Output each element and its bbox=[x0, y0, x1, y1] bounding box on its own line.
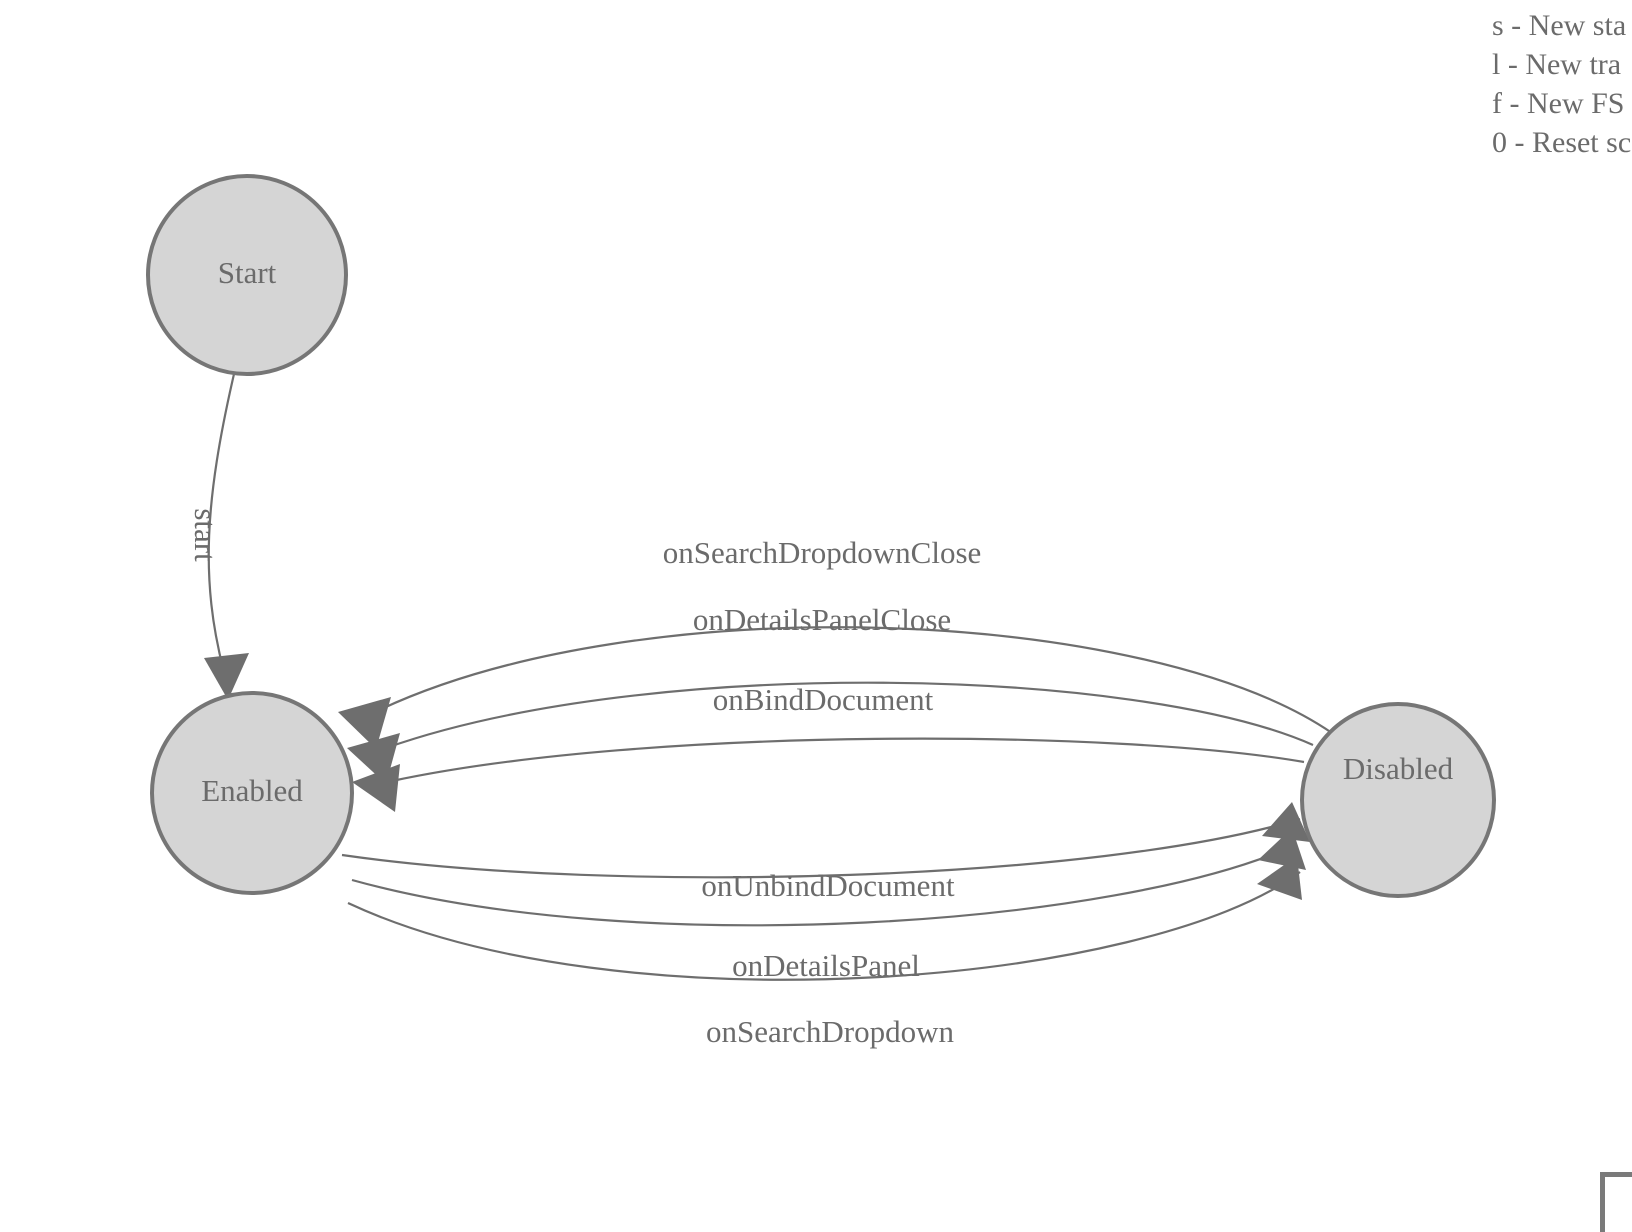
edge-arrow-start bbox=[204, 653, 249, 700]
node-enabled-circle[interactable] bbox=[150, 691, 354, 895]
edge-path-ondetailspanelclose[interactable] bbox=[385, 681, 1314, 750]
node-start[interactable]: Start bbox=[146, 174, 348, 376]
edge-arrow-onsearchdropdownclose bbox=[338, 697, 391, 749]
edge-label-ondetailspanelclose: onDetailsPanelClose bbox=[693, 602, 951, 637]
edge-group-enabled-to-disabled bbox=[341, 802, 1310, 981]
help-line-new-transition: l - New tra bbox=[1492, 48, 1622, 81]
node-enabled-label: Enabled bbox=[201, 773, 303, 808]
edge-path-start[interactable] bbox=[207, 373, 236, 673]
fsm-svg-surface[interactable]: Start Enabled Disabled start onSearchDro… bbox=[0, 0, 1632, 1204]
help-line-new-fsm: f - New FS bbox=[1492, 87, 1625, 120]
node-start-label: Start bbox=[218, 255, 277, 290]
edge-path-onunbinddocument[interactable] bbox=[341, 817, 1301, 879]
edge-label-ondetailspanel: onDetailsPanel bbox=[732, 948, 920, 983]
edge-label-onsearchdropdown: onSearchDropdown bbox=[706, 1014, 954, 1049]
edge-arrow-onsearchdropdown bbox=[1257, 856, 1302, 900]
edge-label-onbinddocument: onBindDocument bbox=[713, 682, 934, 717]
help-line-reset-scale: 0 - Reset sc bbox=[1492, 126, 1632, 159]
edge-path-onsearchdropdown[interactable] bbox=[347, 871, 1301, 981]
help-line-new-state: s - New sta bbox=[1492, 9, 1627, 42]
edge-path-onsearchdropdownclose[interactable] bbox=[374, 626, 1333, 734]
node-disabled-circle[interactable] bbox=[1300, 702, 1496, 898]
node-start-circle[interactable] bbox=[146, 174, 348, 376]
edge-group-disabled-to-enabled bbox=[338, 626, 1333, 812]
edge-path-onbinddocument[interactable] bbox=[391, 737, 1305, 783]
minimap-panel-corner[interactable] bbox=[1600, 1172, 1632, 1232]
node-disabled-label: Disabled bbox=[1343, 751, 1454, 786]
edge-label-onunbinddocument: onUnbindDocument bbox=[701, 868, 955, 903]
edge-label-onsearchdropdownclose: onSearchDropdownClose bbox=[663, 535, 982, 570]
node-enabled[interactable]: Enabled bbox=[150, 691, 354, 895]
edge-path-ondetailspanel[interactable] bbox=[351, 843, 1296, 927]
keyboard-shortcuts-help: s - New sta l - New tra f - New FS 0 - R… bbox=[1492, 0, 1632, 162]
edge-group-start-to-enabled bbox=[204, 373, 249, 700]
edge-label-start: start bbox=[188, 508, 223, 562]
node-disabled[interactable]: Disabled bbox=[1300, 702, 1496, 898]
edge-arrow-onbinddocument bbox=[352, 764, 400, 812]
edge-arrow-onunbinddocument bbox=[1262, 802, 1310, 842]
